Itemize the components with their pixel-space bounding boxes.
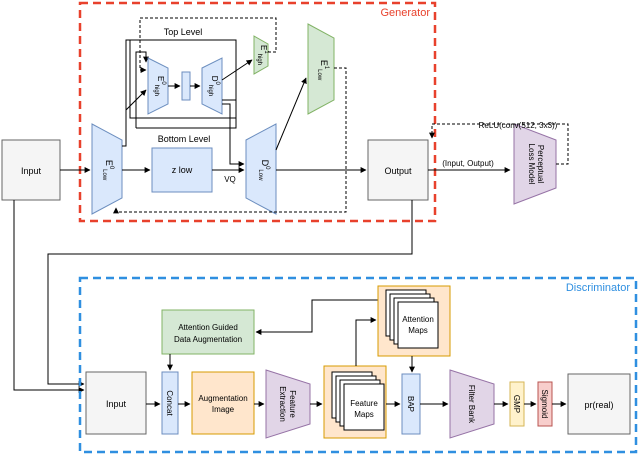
bottom-level-label: Bottom Level (158, 134, 211, 144)
concat-label: Concat (165, 390, 174, 416)
feature-map-sheet-4 (343, 383, 385, 431)
d0-high-decoder (201, 57, 223, 115)
top-path-line-2 (136, 51, 149, 63)
d0-high-to-e1-arrow (221, 59, 253, 81)
sigmoid-label: Sigmoid (540, 390, 549, 419)
pr-real-label: pr(real) (584, 400, 613, 410)
e1-high-label: E1high (256, 45, 269, 65)
z-low-label: z low (172, 165, 193, 175)
top-bottleneck (181, 71, 191, 101)
output-label: Output (384, 166, 412, 176)
e1-low-label: E1Low (316, 60, 329, 81)
e1-low-feedback (113, 67, 347, 214)
e0-low-to-top-arrow (125, 89, 147, 111)
filter-bank (449, 369, 495, 439)
filter-bank-label: Filter Bank (467, 385, 476, 424)
output-box (367, 139, 429, 201)
bap-label: BAP (406, 396, 415, 412)
attn-to-guided-line (255, 299, 378, 335)
feature-to-attn-line (355, 317, 377, 366)
d0-low-to-e1-arrow (275, 77, 307, 151)
top-level-label: Top Level (164, 27, 203, 37)
e0-high-label: E0high (153, 76, 166, 96)
e0-low-label: E0Low (101, 160, 114, 181)
e0-high-encoder (147, 57, 169, 115)
relu-label: ReLU(conv(512, 3x3)) (479, 121, 558, 130)
z-low-box (151, 147, 213, 193)
disc-input-label: Input (106, 399, 127, 409)
e1-high-feedback (139, 17, 277, 73)
top-level-box (129, 39, 237, 119)
d0-low-label: D0Low (257, 160, 270, 182)
discriminator-title: Discriminator (566, 282, 631, 294)
pr-real-box (567, 373, 631, 435)
discriminator-region (78, 276, 638, 454)
concat-box (161, 371, 179, 435)
feature-extraction-label: FeatureExtraction (278, 386, 297, 422)
input-to-disc-line (13, 200, 85, 393)
d0-high-label: D0high (207, 76, 220, 96)
d0-high-to-dlow (222, 103, 245, 167)
e1-low-encoder (307, 23, 335, 115)
input-output-label: (Input, Output) (442, 159, 494, 168)
attention-guided-box (161, 309, 255, 355)
input-label: Input (21, 166, 42, 176)
input-box (1, 139, 61, 201)
attention-map-sheet-4 (397, 301, 439, 349)
augmentation-image-box (191, 371, 255, 435)
disc-input-box (85, 371, 147, 435)
vq-label: VQ (224, 175, 236, 184)
feature-extraction (265, 369, 311, 439)
e0-low-encoder (91, 123, 123, 215)
relu-feedback (429, 123, 569, 165)
gmp-label: GMP (512, 395, 521, 413)
e0-low-to-top (122, 39, 130, 147)
d0-low-decoder (245, 123, 277, 215)
d0-high-out-line (222, 99, 237, 129)
perceptual-loss-model (513, 123, 557, 205)
top-path-line (135, 51, 140, 128)
generator-title: Generator (380, 7, 430, 19)
output-to-disc-line (47, 200, 413, 387)
perceptual-loss-label: PerceptualLoss Model (527, 144, 545, 185)
e1-high-encoder (253, 35, 269, 75)
